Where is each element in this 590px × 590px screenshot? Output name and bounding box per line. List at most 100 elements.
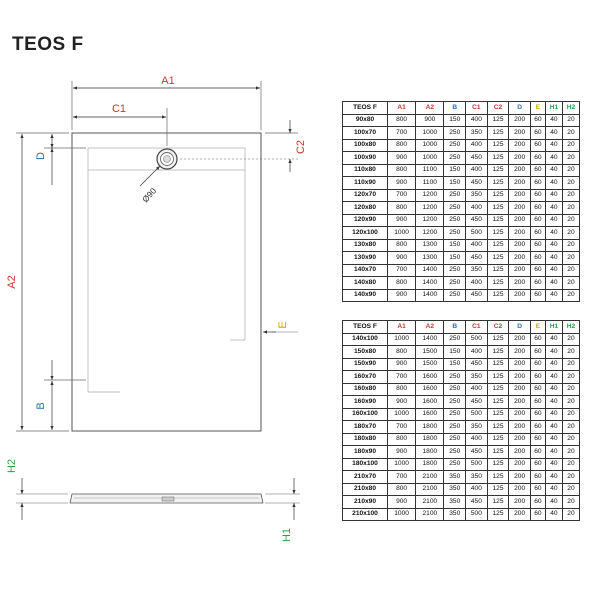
size-cell: 100x90	[342, 151, 388, 165]
value-cell: 20	[561, 445, 581, 459]
value-cell: 250	[443, 370, 467, 384]
value-cell: 700	[386, 126, 417, 140]
column-header: H1	[544, 320, 563, 334]
value-cell: 400	[465, 345, 488, 359]
value-cell: 20	[561, 482, 581, 496]
value-cell: 40	[544, 163, 563, 177]
value-cell: 40	[544, 276, 563, 290]
value-cell: 1800	[415, 420, 445, 434]
value-cell: 150	[443, 176, 467, 190]
value-cell: 20	[561, 151, 581, 165]
value-cell: 125	[486, 226, 510, 240]
label-a1: A1	[161, 75, 174, 87]
value-cell: 350	[443, 495, 467, 509]
column-header: TEOS F	[342, 320, 388, 334]
value-cell: 250	[443, 138, 467, 152]
value-cell: 900	[386, 495, 417, 509]
dimension-d	[44, 134, 86, 185]
value-cell: 200	[508, 113, 531, 127]
value-cell: 125	[486, 345, 510, 359]
value-cell: 60	[529, 226, 546, 240]
column-header: B	[443, 101, 467, 115]
value-cell: 20	[561, 407, 581, 421]
column-header: C1	[465, 320, 488, 334]
label-c1: C1	[112, 103, 126, 115]
value-cell: 125	[486, 163, 510, 177]
column-header: D	[508, 320, 531, 334]
value-cell: 200	[508, 126, 531, 140]
value-cell: 60	[529, 288, 546, 302]
column-header: TEOS F	[342, 101, 388, 115]
value-cell: 250	[443, 263, 467, 277]
value-cell: 200	[508, 288, 531, 302]
value-cell: 800	[386, 345, 417, 359]
dimension-a1	[71, 81, 262, 130]
size-cell: 110x80	[342, 163, 388, 177]
value-cell: 40	[544, 457, 563, 471]
value-cell: 200	[508, 445, 531, 459]
size-cell: 160x90	[342, 395, 388, 409]
value-cell: 800	[386, 482, 417, 496]
value-cell: 60	[529, 201, 546, 215]
value-cell: 800	[386, 201, 417, 215]
value-cell: 125	[486, 126, 510, 140]
value-cell: 1400	[415, 288, 445, 302]
value-cell: 20	[561, 113, 581, 127]
value-cell: 400	[465, 276, 488, 290]
value-cell: 40	[544, 445, 563, 459]
value-cell: 1400	[415, 332, 445, 346]
value-cell: 400	[465, 201, 488, 215]
value-cell: 250	[443, 226, 467, 240]
size-cell: 100x70	[342, 126, 388, 140]
value-cell: 40	[544, 407, 563, 421]
value-cell: 60	[529, 357, 546, 371]
column-header: E	[529, 320, 546, 334]
value-cell: 40	[544, 482, 563, 496]
value-cell: 40	[544, 345, 563, 359]
value-cell: 900	[386, 176, 417, 190]
value-cell: 125	[486, 445, 510, 459]
value-cell: 125	[486, 238, 510, 252]
value-cell: 40	[544, 113, 563, 127]
value-cell: 125	[486, 482, 510, 496]
value-cell: 20	[561, 395, 581, 409]
value-cell: 40	[544, 507, 563, 521]
value-cell: 200	[508, 263, 531, 277]
label-h1: H1	[281, 528, 293, 542]
value-cell: 60	[529, 126, 546, 140]
value-cell: 1600	[415, 395, 445, 409]
value-cell: 40	[544, 251, 563, 265]
value-cell: 20	[561, 288, 581, 302]
value-cell: 20	[561, 176, 581, 190]
size-cell: 140x70	[342, 263, 388, 277]
value-cell: 200	[508, 213, 531, 227]
value-cell: 900	[386, 288, 417, 302]
value-cell: 40	[544, 138, 563, 152]
value-cell: 1800	[415, 457, 445, 471]
dimension-c1	[73, 108, 168, 146]
value-cell: 500	[465, 407, 488, 421]
size-cell: 120x90	[342, 213, 388, 227]
value-cell: 40	[544, 238, 563, 252]
size-cell: 210x100	[342, 507, 388, 521]
value-cell: 350	[443, 507, 467, 521]
value-cell: 20	[561, 495, 581, 509]
value-cell: 900	[386, 251, 417, 265]
value-cell: 1000	[386, 457, 417, 471]
value-cell: 250	[443, 407, 467, 421]
value-cell: 150	[443, 238, 467, 252]
value-cell: 2100	[415, 507, 445, 521]
value-cell: 400	[465, 482, 488, 496]
value-cell: 800	[386, 163, 417, 177]
value-cell: 400	[465, 238, 488, 252]
